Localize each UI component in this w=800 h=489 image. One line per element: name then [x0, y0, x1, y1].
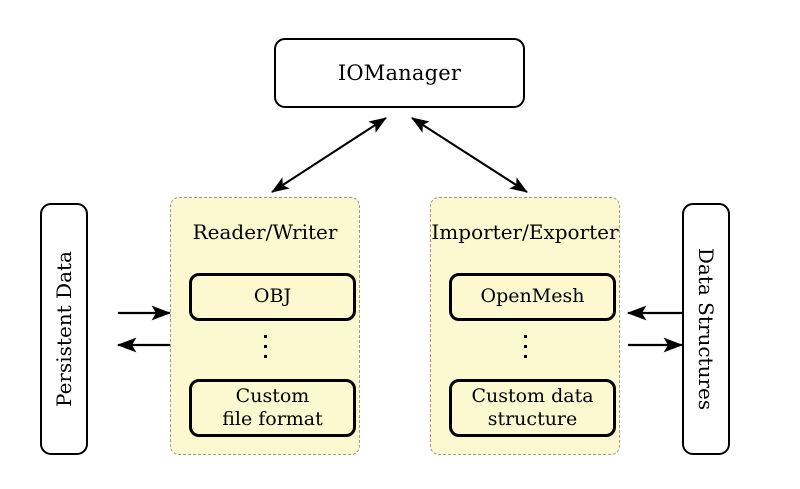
io-manager-node[interactable]: IOManager: [274, 38, 525, 108]
io-manager-label: IOManager: [337, 61, 462, 85]
reader-writer-ellipsis-icon: [171, 335, 359, 358]
importer-exporter-ellipsis-icon: [431, 335, 619, 358]
importer-exporter-item-openmesh[interactable]: OpenMesh: [449, 273, 616, 321]
data-structures-node[interactable]: Data Structures: [682, 203, 730, 455]
arrow-manager-reader-writer: [271, 117, 387, 193]
importer-exporter-title: Importer/Exporter: [431, 220, 619, 244]
reader-writer-title: Reader/Writer: [192, 220, 338, 244]
importer-exporter-panel[interactable]: Importer/Exporter OpenMesh Custom data s…: [430, 197, 620, 455]
arrow-manager-importer-exporter: [411, 117, 528, 193]
importer-exporter-item-custom-data-structure[interactable]: Custom data structure: [449, 379, 616, 437]
data-structures-label: Data Structures: [694, 247, 718, 411]
reader-writer-item-custom-file-format[interactable]: Custom file format: [189, 379, 356, 437]
importer-exporter-item-custom-data-structure-label: Custom data structure: [471, 384, 594, 430]
reader-writer-item-obj-label: OBJ: [253, 285, 292, 308]
reader-writer-item-custom-file-format-label: Custom file format: [222, 384, 323, 430]
persistent-data-label: Persistent Data: [52, 251, 77, 407]
reader-writer-panel[interactable]: Reader/Writer OBJ Custom file format: [170, 197, 360, 455]
importer-exporter-item-openmesh-label: OpenMesh: [480, 285, 585, 308]
reader-writer-item-obj[interactable]: OBJ: [189, 273, 356, 321]
persistent-data-node[interactable]: Persistent Data: [40, 203, 88, 455]
